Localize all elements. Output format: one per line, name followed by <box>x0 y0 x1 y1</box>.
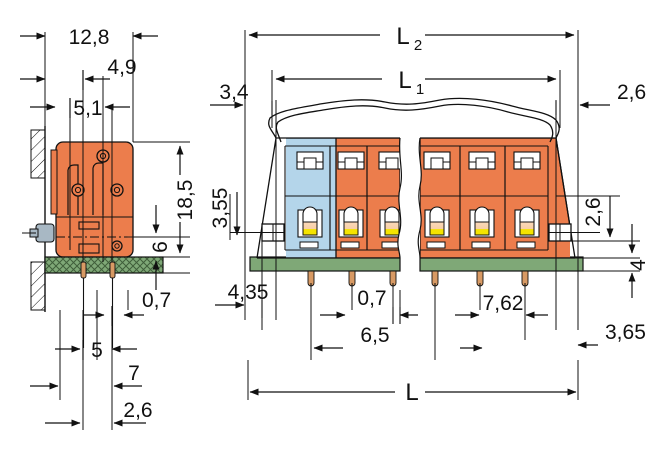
terminal-pole[interactable] <box>423 146 461 250</box>
snap-latch-right <box>548 223 600 242</box>
wire-entry-opening <box>468 151 496 170</box>
dim-3-65: 3,65 <box>460 321 646 352</box>
dim-18-5: 18,5 <box>174 145 197 254</box>
dim-label-2-6-side: 2,6 <box>123 399 152 422</box>
dim-label-4: 4 <box>627 259 650 271</box>
dim-label-7-62: 7,62 <box>483 292 524 315</box>
break-line-top <box>268 97 560 143</box>
dim-2-6-side: 2,6 <box>45 399 153 427</box>
front-view: L 2 L 1 3,4 2,6 3,55 2 <box>209 23 650 406</box>
dim-label-5-1: 5,1 <box>73 97 102 120</box>
dim-label-2-6-chamfer: 2,6 <box>582 197 605 226</box>
dim-label-18-5: 18,5 <box>174 180 197 221</box>
wire-entry-opening <box>378 151 400 170</box>
dim-2-6-chamfer: 2,6 <box>582 196 614 238</box>
dim-label-3-4: 3,4 <box>219 81 249 104</box>
terminal-poles <box>296 146 541 250</box>
wire-entry-opening <box>337 151 365 170</box>
dim-4-35: 4,35 <box>215 281 268 318</box>
clamping-unit <box>338 206 364 238</box>
mounting-wall <box>30 126 46 312</box>
dim-5: 5 <box>55 339 137 362</box>
wire-entry-opening <box>513 151 541 170</box>
dim-label-L: L <box>405 379 418 406</box>
dim-label-2-6-top-right: 2,6 <box>617 81 646 104</box>
dim-label-0-7-front: 0,7 <box>357 287 386 310</box>
dim-label-0-7-side: 0,7 <box>142 289 171 312</box>
dim-5-1: 5,1 <box>30 97 130 120</box>
dim-label-L1: L <box>398 67 411 94</box>
dim-L2: L 2 <box>248 23 575 54</box>
dim-6-5: 6,5 <box>313 324 390 352</box>
dim-label-L2: L <box>396 23 409 50</box>
wire-entry-opening <box>296 151 324 170</box>
break-line-middle <box>397 137 422 259</box>
dim-3-55: 3,55 <box>209 188 241 236</box>
dim-7: 7 <box>30 362 142 390</box>
dim-label-5: 5 <box>91 339 103 362</box>
dim-12-8: 12,8 <box>20 26 158 49</box>
dim-3-4: 3,4 <box>210 81 273 115</box>
dim-label-L1-sub: 1 <box>416 81 424 98</box>
clamping-unit <box>514 206 540 238</box>
dim-label-4-9: 4,9 <box>107 56 136 79</box>
dim-label-7: 7 <box>128 362 140 385</box>
dim-label-12-8: 12,8 <box>69 26 110 49</box>
dim-6: 6 <box>149 205 172 290</box>
dim-0-7-side: 0,7 <box>84 289 171 326</box>
clamping-unit <box>424 206 450 238</box>
clamping-unit <box>469 206 495 238</box>
dim-label-3-55: 3,55 <box>209 188 232 229</box>
front-view-extension-lines <box>229 30 640 400</box>
dim-L1: L 1 <box>275 67 557 98</box>
solder-pin <box>476 270 484 300</box>
dim-7-62: 7,62 <box>455 292 548 319</box>
side-view-pcb <box>44 256 164 274</box>
dim-label-6-5: 6,5 <box>360 324 389 347</box>
clamping-unit <box>297 206 323 238</box>
dim-4-9: 4,9 <box>20 56 137 90</box>
terminal-pole[interactable] <box>513 151 541 249</box>
dim-label-4-35: 4,35 <box>228 281 269 304</box>
dim-label-3-65: 3,65 <box>605 321 646 344</box>
terminal-pole[interactable] <box>296 146 331 250</box>
terminal-pole[interactable] <box>337 146 368 250</box>
side-view: 12,8 4,9 5,1 18,5 6 <box>20 26 197 430</box>
dim-0-7-front: 0,7 <box>320 287 418 324</box>
dim-L: L <box>249 379 577 406</box>
dim-label-6: 6 <box>149 241 172 253</box>
wire-entry-opening <box>423 151 451 170</box>
side-view-extension-lines <box>44 32 190 430</box>
clamping-unit <box>379 206 400 238</box>
dim-4: 4 <box>627 224 650 298</box>
side-view-housing <box>50 141 134 258</box>
front-view-pcb <box>249 256 584 272</box>
retaining-tab <box>22 223 55 243</box>
dim-2-6-top-right: 2,6 <box>555 81 646 115</box>
dim-label-L2-sub: 2 <box>414 37 422 54</box>
housing-inner-rim <box>284 145 549 251</box>
terminal-pole[interactable] <box>378 151 405 249</box>
terminal-pole[interactable] <box>468 146 506 250</box>
